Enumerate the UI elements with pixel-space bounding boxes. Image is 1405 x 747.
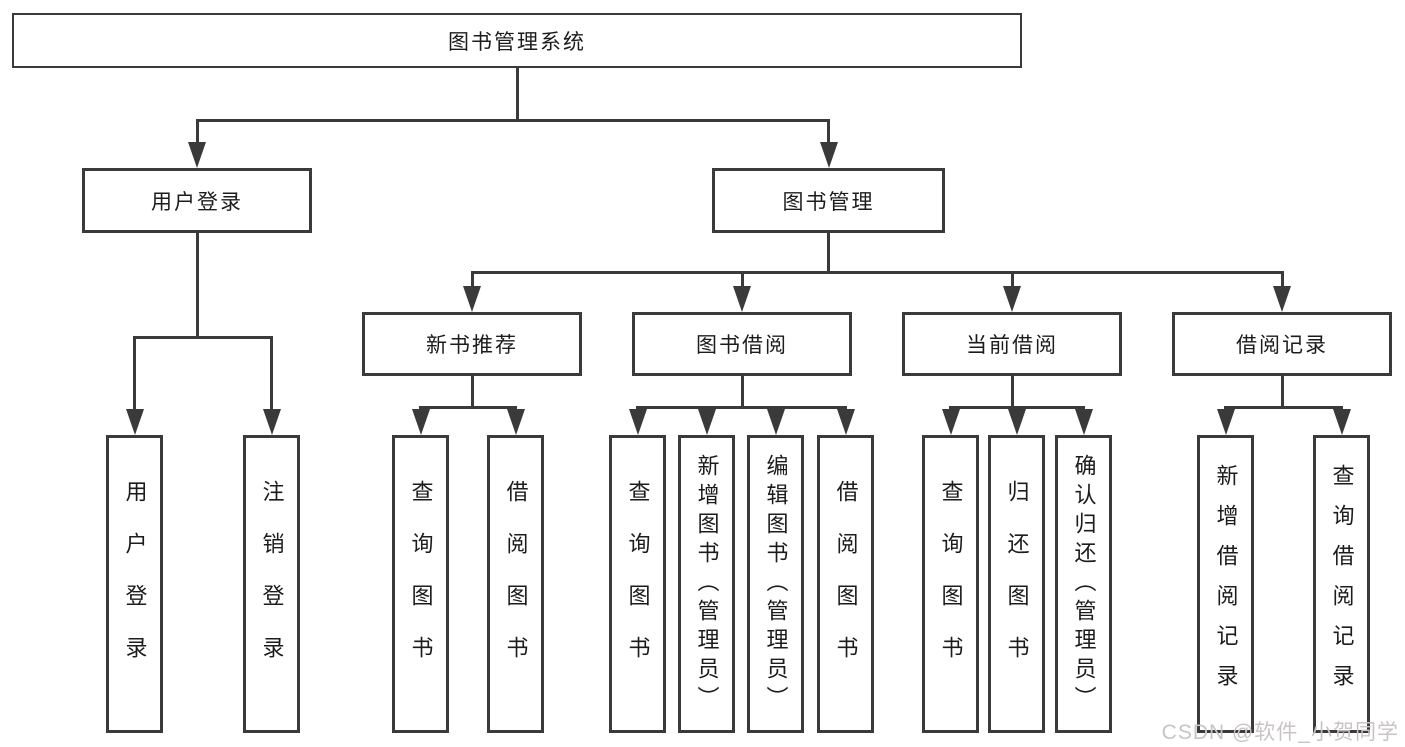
leaf-query-borrow-record: 查询借阅记录 [1313,435,1370,733]
leaf-borrow-books-label: 借阅图书 [833,480,859,688]
arrow-down-icon [1216,408,1235,435]
arrow-down-icon [411,408,430,435]
connector-current-borrow-split [949,405,1085,409]
leaf-confirm-return-admin: 确认归还（管理员） [1055,435,1112,733]
node-book-borrow: 图书借阅 [632,312,852,376]
arrow-down-icon [463,272,481,312]
connector-root-stem [515,68,519,121]
leaf-query-borrow-record-label: 查询借阅记录 [1329,464,1355,704]
arrow-down-icon [697,408,716,435]
node-borrow-records: 借阅记录 [1172,312,1392,376]
leaf-add-borrow-record-label: 新增借阅记录 [1213,464,1239,704]
connector-book-mgmt-split [470,270,1284,274]
node-current-borrow-label: 当前借阅 [966,334,1058,357]
leaf-return-books: 归还图书 [988,435,1045,733]
leaf-recommend-query-books: 查询图书 [392,435,449,733]
arrow-down-icon [1273,272,1291,312]
node-user-login: 用户登录 [82,168,312,233]
arrow-down-icon [733,272,751,312]
node-user-login-label: 用户登录 [151,190,243,214]
arrow-down-icon [125,337,144,435]
node-borrow-records-label: 借阅记录 [1236,334,1328,357]
leaf-edit-books-admin-label: 编辑图书（管理员） [763,453,789,715]
connector-borrow-records-stem [1280,374,1284,408]
leaf-recommend-borrow-books: 借阅图书 [487,435,544,733]
leaf-user-login: 用户登录 [106,435,163,733]
leaf-logout-login: 注销登录 [243,435,300,733]
arrow-down-icon [1007,408,1026,435]
node-book-management-label: 图书管理 [782,190,875,214]
leaf-current-query-books: 查询图书 [922,435,979,733]
connector-user-login-split [133,335,273,339]
node-library-system: 图书管理系统 [12,13,1022,68]
connector-root-split [195,118,830,122]
arrow-down-icon [506,408,525,435]
leaf-add-books-admin-label: 新增图书（管理员） [694,453,720,715]
connector-user-login-stem [195,233,199,337]
leaf-borrow-books: 借阅图书 [817,435,874,733]
connector-current-borrow-stem [1010,374,1014,408]
leaf-user-login-label: 用户登录 [122,480,148,688]
leaf-add-borrow-record: 新增借阅记录 [1197,435,1254,733]
watermark: CSDN @软件_小贺同学 [1161,721,1399,744]
arrow-down-icon [188,120,206,168]
connector-book-mgmt-stem [827,233,830,273]
node-library-system-label: 图书管理系统 [448,30,586,54]
connector-recommend-stem [470,374,474,408]
leaf-recommend-query-books-label: 查询图书 [408,480,434,688]
arrow-down-icon [766,408,785,435]
arrow-down-icon [941,408,960,435]
arrow-down-icon [1074,408,1093,435]
leaf-edit-books-admin: 编辑图书（管理员） [747,435,804,733]
node-new-book-recommend: 新书推荐 [362,312,582,376]
leaf-return-books-label: 归还图书 [1004,480,1030,688]
node-new-book-recommend-label: 新书推荐 [426,334,518,357]
node-current-borrow: 当前借阅 [902,312,1122,376]
leaf-add-books-admin: 新增图书（管理员） [678,435,735,733]
arrow-down-icon [819,120,838,168]
connector-book-borrow-stem [740,374,744,408]
leaf-confirm-return-admin-label: 确认归还（管理员） [1071,453,1097,715]
leaf-current-query-books-label: 查询图书 [938,480,964,688]
arrow-down-icon [262,337,281,435]
arrow-down-icon [836,408,855,435]
leaf-logout-login-label: 注销登录 [259,480,285,688]
arrow-down-icon [1332,408,1351,435]
leaf-borrow-query-books-label: 查询图书 [625,480,651,688]
leaf-recommend-borrow-books-label: 借阅图书 [503,480,529,688]
connector-book-borrow-split [636,405,847,409]
leaf-borrow-query-books: 查询图书 [609,435,666,733]
node-book-borrow-label: 图书借阅 [696,334,788,357]
connector-recommend-split [419,405,517,409]
node-book-management: 图书管理 [712,168,945,233]
connector-borrow-records-split [1224,405,1343,409]
arrow-down-icon [628,408,647,435]
arrow-down-icon [1003,272,1021,312]
